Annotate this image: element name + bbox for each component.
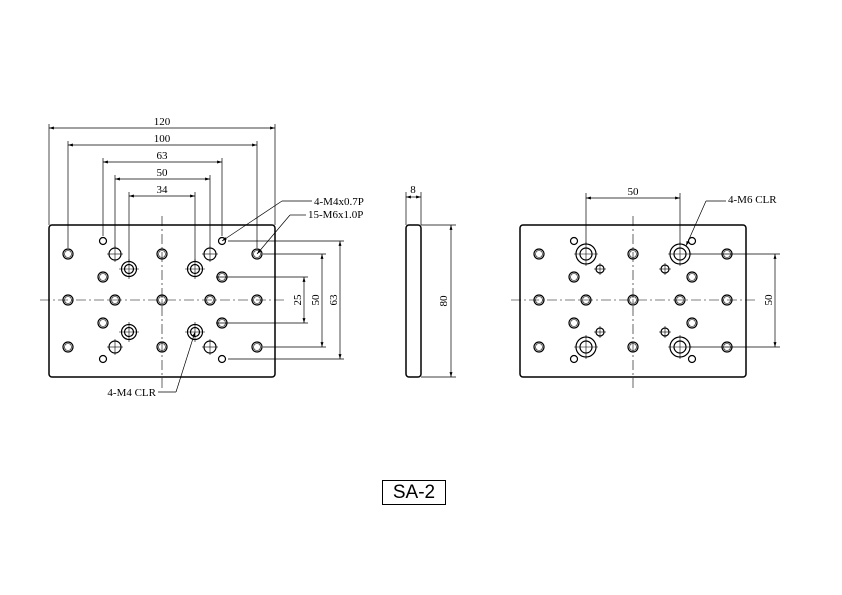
dim-height-50: 50 <box>310 294 322 306</box>
callout-m6-clearance: 4-M6 CLR <box>728 194 777 206</box>
bottom-view: 50 50 4-M6 CLR <box>511 186 780 388</box>
dim-right-width-50: 50 <box>628 186 640 198</box>
dim-height-63: 63 <box>328 294 340 306</box>
dim-width-34: 34 <box>157 184 169 196</box>
extension-lines-side <box>216 240 344 360</box>
cross-holes <box>107 246 218 355</box>
extension-lines-top <box>48 124 276 261</box>
top-view: 120 100 63 50 34 25 50 63 <box>40 116 364 399</box>
dim-thickness: 8 <box>410 184 416 196</box>
dim-right-height-50: 50 <box>763 294 775 306</box>
callout-leaders-left <box>158 200 312 393</box>
plate-outline-side <box>405 224 422 378</box>
part-number-label: SA-2 <box>382 480 446 505</box>
m6-tapped-holes <box>62 248 263 353</box>
side-view: 8 80 <box>405 184 456 378</box>
dim-width-50: 50 <box>157 167 169 179</box>
callout-m4-tapped: 4-M4x0.7P <box>314 196 364 208</box>
dim-width-120: 120 <box>154 116 171 128</box>
dimension-lines-top <box>49 126 275 198</box>
dim-height-80: 80 <box>438 295 450 307</box>
callout-m4-clearance: 4-M4 CLR <box>107 387 156 399</box>
dim-width-63: 63 <box>157 150 169 162</box>
m6-tapped-holes-right <box>533 248 733 353</box>
small-cross-holes-right <box>594 263 671 338</box>
dim-width-100: 100 <box>154 133 171 145</box>
dimension-lines-side <box>302 241 342 359</box>
m4-tapped-holes <box>98 236 227 364</box>
callout-m6-tapped: 15-M6x1.0P <box>308 209 363 221</box>
dim-height-25: 25 <box>292 294 304 306</box>
m4-clearance-holes <box>119 259 205 342</box>
